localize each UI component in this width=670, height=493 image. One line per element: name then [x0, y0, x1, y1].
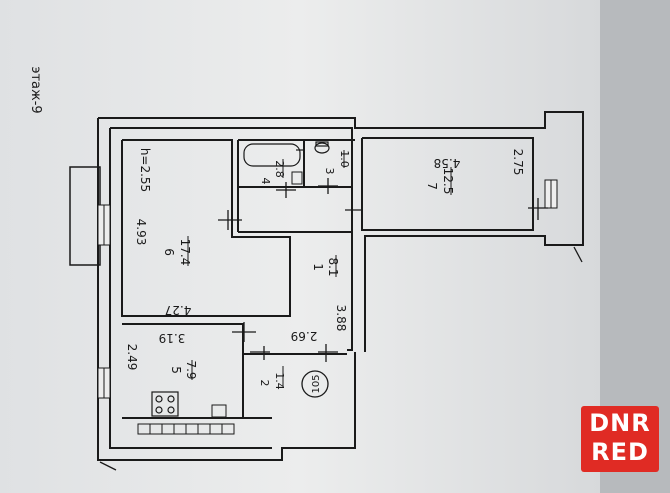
room7-area: 12.5 — [441, 168, 455, 195]
room6-area: 17.4 — [178, 239, 192, 266]
ceiling-height-label: h=2.55 — [138, 148, 152, 192]
paper-sheet — [0, 0, 600, 493]
door-marks — [99, 178, 583, 471]
bathtub — [243, 143, 304, 167]
windows — [97, 179, 558, 399]
room-number-label: 105 — [311, 374, 322, 393]
toilet — [314, 141, 330, 154]
room1-area: 8.1 — [326, 257, 340, 276]
room3-number: 3 — [323, 168, 336, 175]
room1-width-dimension: 2.69 — [291, 329, 318, 343]
room7-number: 7 — [425, 182, 439, 190]
room5-area: 7.9 — [184, 360, 198, 379]
interior-walls — [121, 139, 355, 419]
labels: этаж-9 h=2.55 6 17.4 4.93 4.27 1 8.1 2.6… — [28, 66, 525, 393]
room4-number: 4 — [259, 178, 272, 185]
room5-number: 5 — [169, 366, 183, 374]
room2-number: 2 — [258, 380, 271, 387]
room1-number: 1 — [311, 263, 325, 271]
radiator — [137, 423, 235, 435]
room5-height-dimension: 2.49 — [125, 344, 139, 371]
room6-width-dimension: 4.27 — [165, 303, 192, 317]
sink — [291, 171, 303, 185]
watermark-logo: DNR RED — [581, 406, 659, 472]
floor-label: этаж-9 — [28, 66, 43, 113]
stove — [151, 391, 179, 417]
watermark-line1: DNR — [589, 409, 651, 437]
room3-area: 1.0 — [338, 150, 351, 168]
room4-area: 2.8 — [273, 160, 286, 178]
room-number-circle — [301, 370, 329, 398]
room5-width-dimension: 3.19 — [159, 331, 186, 345]
area-underlines — [187, 150, 452, 386]
watermark-line2: RED — [591, 438, 649, 466]
room2-area: 1.4 — [273, 372, 286, 390]
kitchen-sink — [211, 404, 227, 418]
room6-number: 6 — [162, 248, 176, 256]
room6-height-dimension: 4.93 — [134, 219, 148, 246]
room7-height-dimension: 2.75 — [511, 149, 525, 176]
room1-height-dimension: 3.88 — [334, 305, 348, 332]
room7-width-dimension: 4.58 — [434, 156, 461, 170]
